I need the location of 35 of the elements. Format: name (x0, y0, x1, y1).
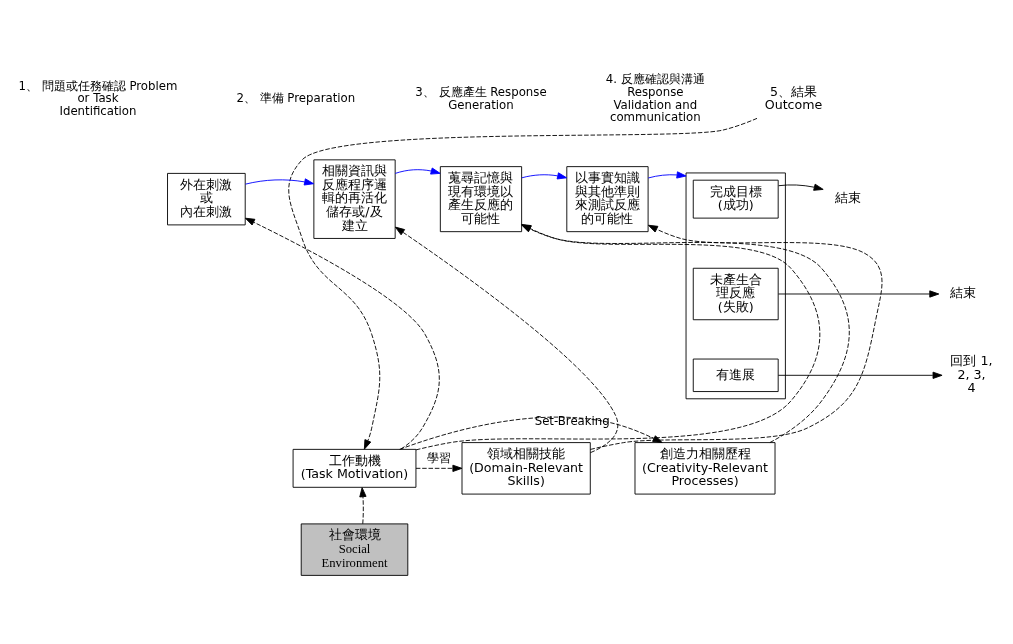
cluster (685, 172, 786, 400)
arrow (394, 167, 441, 175)
arrow (777, 290, 940, 298)
arrow (288, 117, 758, 450)
node-box: 完成目標 (成功) (692, 179, 779, 219)
node-box: 未產生合理反應 (失敗) (692, 267, 779, 321)
edge-label: 學習 (426, 451, 451, 466)
arrow (521, 172, 568, 180)
node-box: 領域相關技能 (Domain-Relevant Skills) (461, 442, 591, 495)
node-box: 外在刺激或內在刺激 (167, 172, 246, 226)
arrow (245, 178, 315, 186)
node-box: 創造力相關歷程 (Creativity-Relevant Processes) (634, 442, 776, 495)
node-text: 回到 1, 2, 3, 4 (950, 353, 993, 396)
arrow (777, 371, 943, 379)
arrow (778, 183, 824, 191)
arrow (589, 224, 883, 450)
node-box: 蒐尋記憶與現有環境以產生反應的可能性 (439, 166, 523, 233)
node-box: 相關資訊與反應程序邏輯的再活化儲存或/及建立 (313, 159, 396, 239)
node-text: 5、結果 Outcome (764, 83, 823, 113)
label: 3、 反應產生 Response Generation (415, 85, 547, 112)
label: 2、 準備 Preparation (236, 91, 356, 106)
arrow (647, 171, 687, 179)
node-box: 有進展 (692, 358, 779, 392)
node-text: 結束 (950, 285, 977, 301)
arrow (399, 416, 663, 450)
node-box: 社會環境 Social Environment (300, 523, 409, 576)
arrow (359, 487, 367, 525)
arrow (244, 217, 440, 450)
node-box: 工作動機 (Task Motivation) (292, 448, 417, 488)
edge-label: Set-Breaking (534, 413, 610, 428)
arrow (415, 464, 463, 472)
node-text: 結束 (834, 190, 861, 206)
label: 4. 反應確認與溝通 Response Validation and communication (605, 72, 705, 125)
label: 1、 問題或任務確認 Problem or Task Identification (18, 78, 178, 119)
node-box: 以事實知識與其他準則來測試反應的可能性 (566, 166, 649, 233)
